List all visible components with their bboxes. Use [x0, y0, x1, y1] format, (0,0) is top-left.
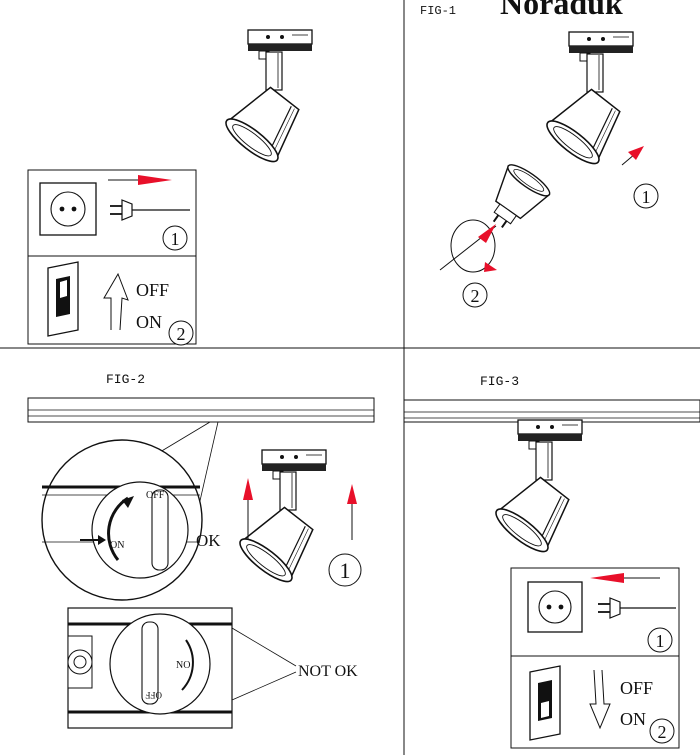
ok-label: OK	[196, 531, 221, 550]
fig3-plug-in-arrow	[590, 573, 660, 583]
dial-on-label: ON	[110, 540, 124, 551]
plug-icon	[110, 199, 190, 221]
dial-off-label: OFF	[146, 490, 165, 501]
fig3-step-2-number: 2	[658, 722, 667, 742]
fig3-track-rail	[403, 399, 700, 423]
wall-switch-icon	[47, 261, 79, 337]
fig1-step-1-number: 1	[642, 187, 651, 207]
fig3-switch-on-arrow	[589, 669, 611, 730]
unplug-arrow	[108, 175, 172, 185]
dial-not-ok-detail	[67, 607, 297, 729]
fig3-spotlight	[489, 419, 583, 559]
switch-off-label: OFF	[136, 280, 169, 300]
fig3-plug-icon	[598, 597, 676, 619]
not-ok-label: NOT OK	[298, 663, 358, 680]
brand-logo-text: Noraduk	[500, 0, 623, 21]
fig1-up-arrow	[621, 146, 644, 166]
fig3-step-1-number: 1	[656, 631, 665, 651]
fig-2-label: FIG-2	[106, 372, 145, 387]
fig3-wall-switch-icon	[529, 665, 561, 741]
fig3-power-box: 1 OFF ON 2	[510, 567, 680, 749]
fig2-up-arrows	[243, 478, 357, 540]
fig1-step-2-number: 2	[471, 286, 480, 306]
fig3-switch-on-label: ON	[620, 709, 646, 729]
dial-ok-detail	[41, 439, 203, 601]
dial-flipped-label: OFF	[145, 690, 162, 700]
switch-off-arrow	[103, 272, 129, 331]
fig1-spotlight	[540, 31, 634, 171]
fig-1-label: FIG-1	[420, 4, 456, 18]
fig-3-label: FIG-3	[480, 374, 519, 389]
step-1-number: 1	[171, 229, 180, 249]
dial-no-label: NO	[176, 660, 190, 671]
fig2-step-1-number: 1	[340, 558, 351, 583]
fig3-switch-off-label: OFF	[620, 678, 653, 698]
fig2-track-rail	[27, 397, 375, 563]
switch-on-label: ON	[136, 312, 162, 332]
rotate-arrow	[439, 219, 497, 273]
top-left-power-box: 1 OFF ON 2	[27, 169, 197, 346]
step-2-number: 2	[177, 324, 186, 344]
top-left-spotlight	[219, 29, 313, 169]
bulb-icon	[492, 164, 551, 229]
